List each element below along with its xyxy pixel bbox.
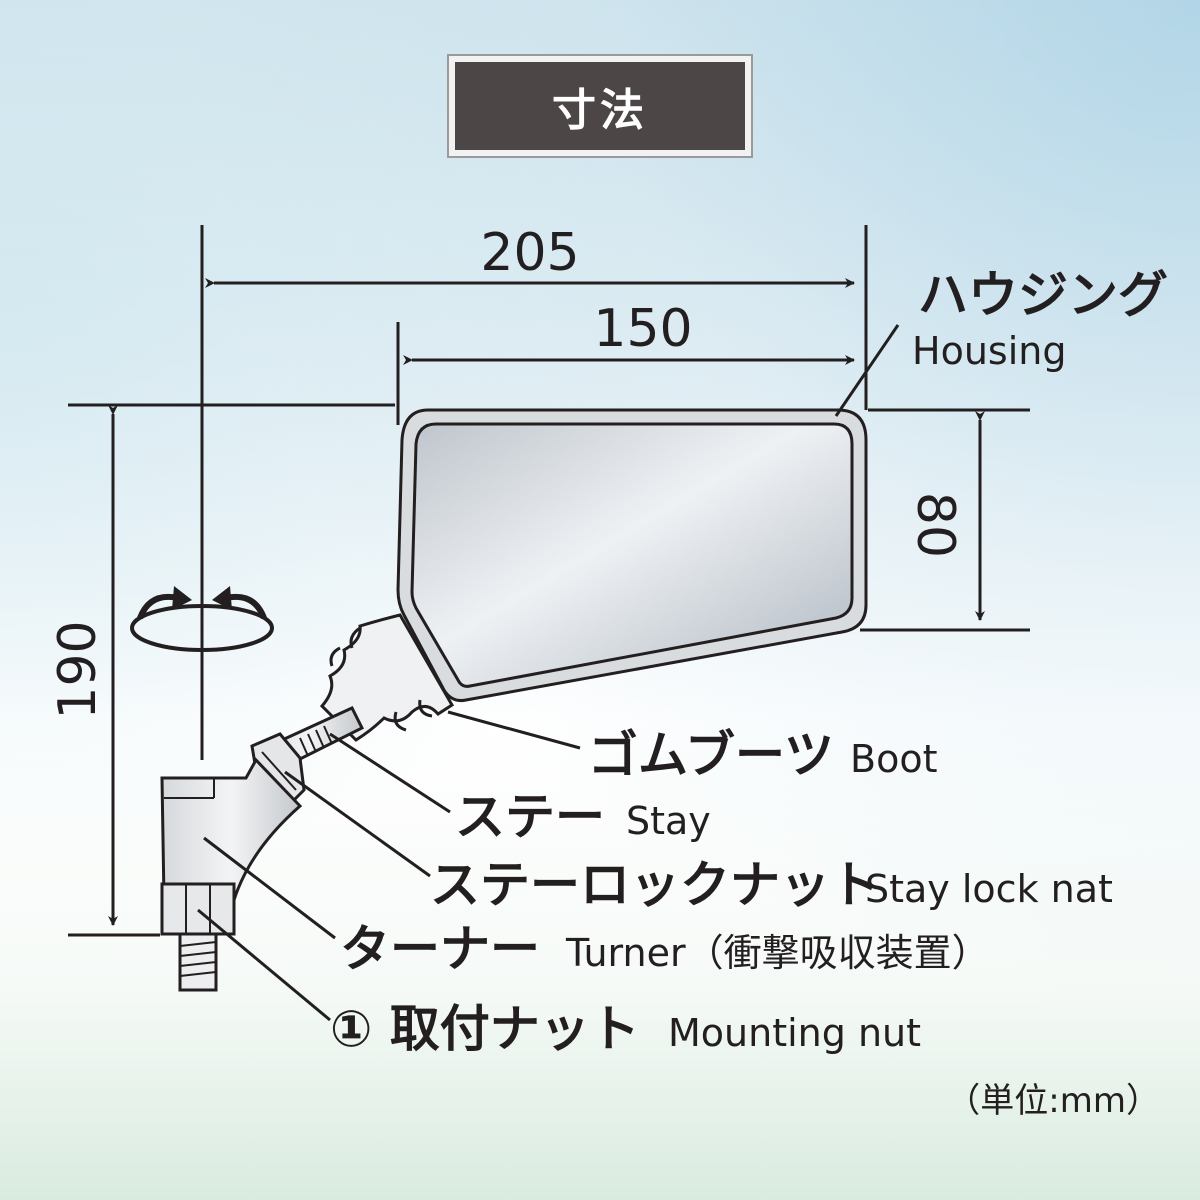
extension-lines xyxy=(68,225,1030,937)
leader-housing xyxy=(834,324,900,417)
rotation-arrows-icon xyxy=(130,586,274,652)
label-stay-jp: ステー xyxy=(455,788,605,846)
rubber-boot xyxy=(319,613,455,742)
label-mounting-nut-en: Mounting nut xyxy=(668,1011,921,1055)
label-stay-en: Stay xyxy=(626,799,711,843)
leader-mounting-nut xyxy=(197,908,331,1022)
label-turner-jp: ターナー xyxy=(340,920,540,978)
label-stay-lock-nut-jp: ステーロックナット xyxy=(430,856,880,914)
label-turner-en: Turner（衝撃吸収装置） xyxy=(565,931,990,975)
label-stay-lock-nut-en: Stay lock nat xyxy=(865,867,1113,911)
leader-turner xyxy=(203,836,336,940)
leader-stay xyxy=(329,732,451,814)
dimension-label-190: 190 xyxy=(48,620,108,719)
label-mounting-nut-jp: ① 取付ナット xyxy=(330,1000,640,1058)
dimension-label-80: 80 xyxy=(905,492,965,558)
unit-note: （単位:mm） xyxy=(946,1081,1160,1121)
title-text: 寸法 xyxy=(552,85,648,136)
leader-boot xyxy=(447,710,581,750)
mirror-housing xyxy=(396,408,868,702)
label-housing-jp: ハウジング xyxy=(918,266,1168,324)
leader-stay-lock-nut xyxy=(284,770,431,878)
label-boot-jp: ゴムブーツ xyxy=(588,726,834,784)
dimension-label-150: 150 xyxy=(593,299,692,359)
title-frame: 寸法 xyxy=(447,54,753,158)
stay-thread xyxy=(299,725,333,757)
label-boot-en: Boot xyxy=(850,737,937,781)
dimension-label-205: 205 xyxy=(480,223,579,283)
mounting-nut xyxy=(160,882,236,936)
label-housing-en: Housing xyxy=(912,329,1066,373)
leader-lines xyxy=(197,324,900,1022)
mirror-glass xyxy=(410,422,854,688)
title-banner: 寸法 xyxy=(455,62,745,150)
